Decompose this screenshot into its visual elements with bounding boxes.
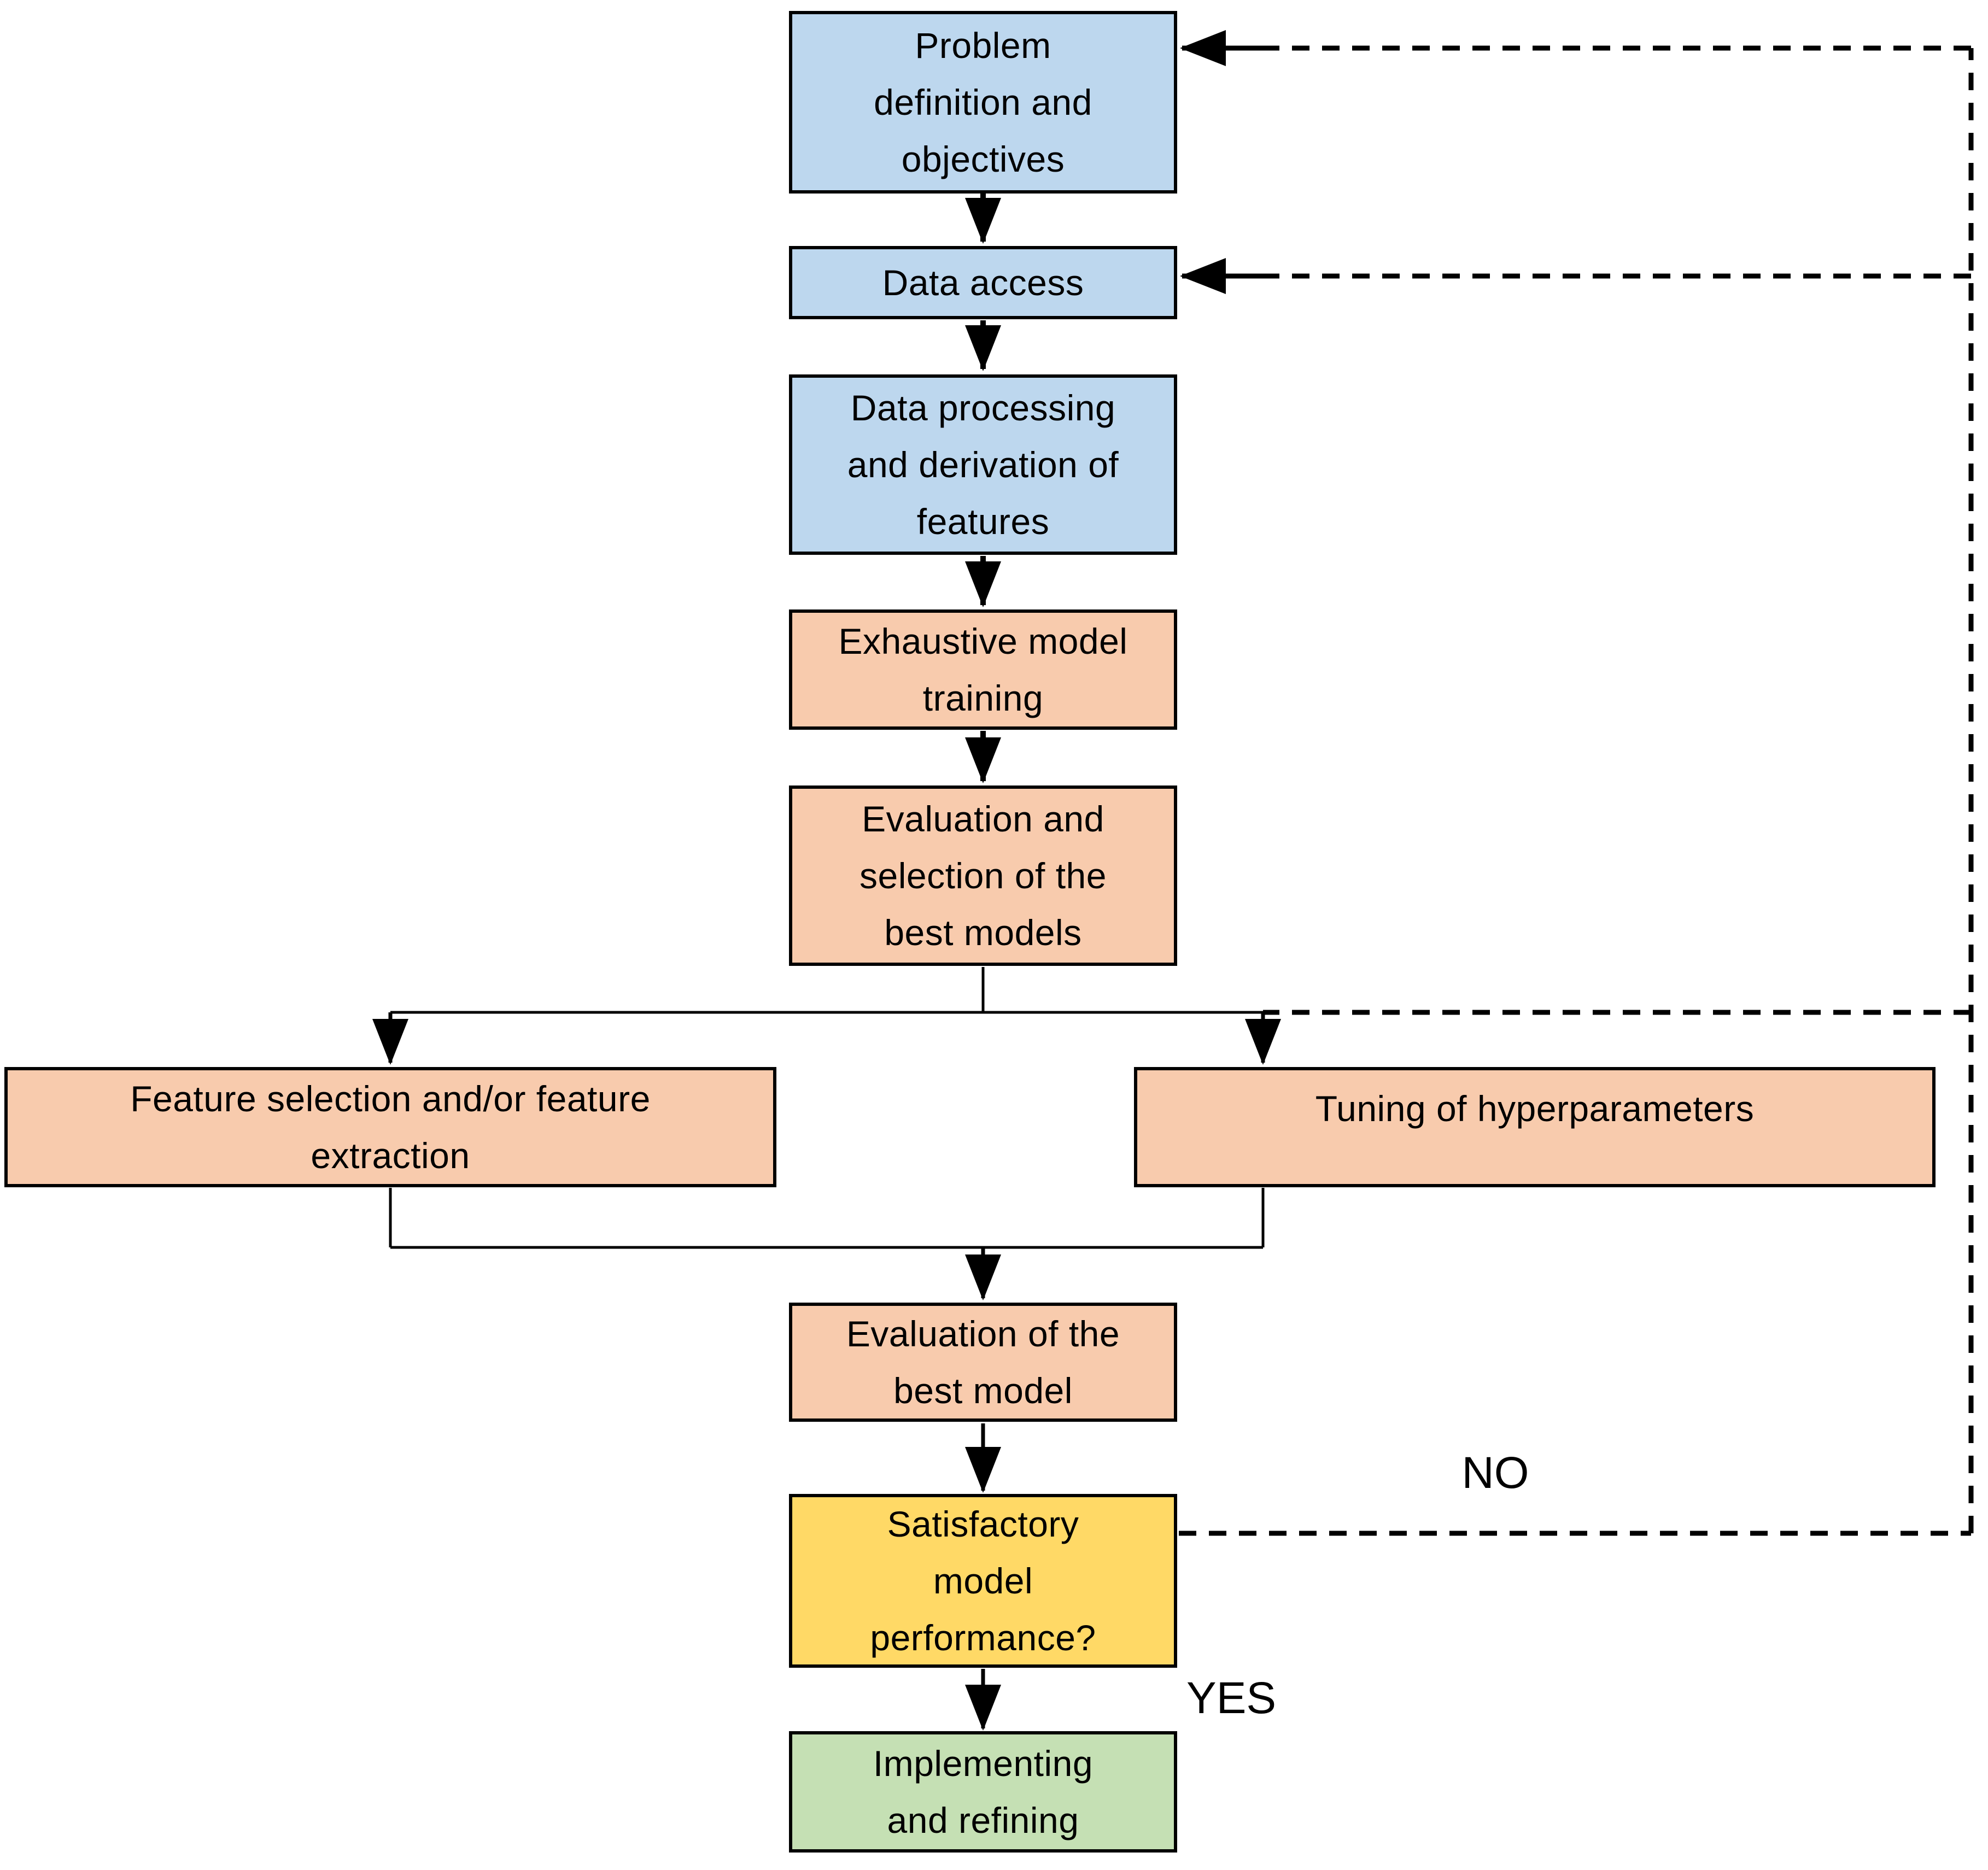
node-data-access: Data access xyxy=(789,246,1177,319)
edge-label-yes: YES xyxy=(1186,1673,1277,1723)
node-hyperparameter-tuning: Tuning of hyperparameters xyxy=(1134,1067,1936,1187)
node-implementing-refining-label: Implementing and refining xyxy=(873,1743,1094,1840)
node-satisfactory-check: Satisfactory model performance? xyxy=(789,1494,1177,1668)
node-hyperparameter-tuning-label: Tuning of hyperparameters xyxy=(1315,1088,1755,1129)
node-problem-definition-label: Problem definition and objectives xyxy=(874,25,1092,179)
node-exhaustive-training-label: Exhaustive model training xyxy=(838,621,1128,718)
node-evaluation-selection-label: Evaluation and selection of the best mod… xyxy=(859,799,1107,953)
node-data-access-label: Data access xyxy=(882,262,1084,303)
node-feature-selection: Feature selection and/or feature extract… xyxy=(4,1067,776,1187)
node-implementing-refining: Implementing and refining xyxy=(789,1731,1177,1853)
node-data-processing-label: Data processing and derivation of featur… xyxy=(847,388,1119,542)
node-satisfactory-check-label: Satisfactory model performance? xyxy=(870,1504,1096,1658)
edge-label-no: NO xyxy=(1461,1448,1529,1498)
node-evaluation-best-model: Evaluation of the best model xyxy=(789,1303,1177,1422)
node-feature-selection-label: Feature selection and/or feature extract… xyxy=(130,1078,651,1176)
node-exhaustive-training: Exhaustive model training xyxy=(789,609,1177,730)
node-data-processing: Data processing and derivation of featur… xyxy=(789,374,1177,555)
node-problem-definition: Problem definition and objectives xyxy=(789,11,1177,194)
node-evaluation-selection: Evaluation and selection of the best mod… xyxy=(789,785,1177,966)
node-evaluation-best-model-label: Evaluation of the best model xyxy=(846,1314,1120,1411)
